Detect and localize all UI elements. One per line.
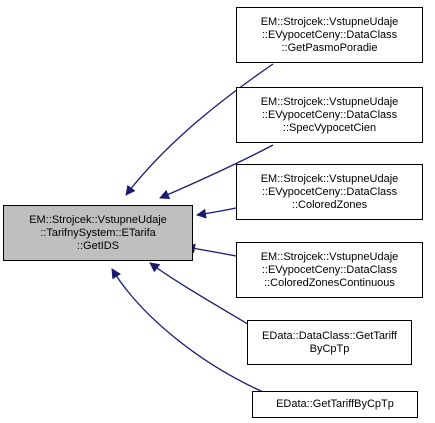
caller-node-getpasmoporadie[interactable]: EM::Strojcek::VstupneUdaje ::EVypocetCen… [236, 7, 423, 63]
edge-gettariffbycptp [111, 268, 271, 396]
caller-node-line: ::ColoredZones [291, 198, 368, 211]
caller-node-coloredzonescontinuous[interactable]: EM::Strojcek::VstupneUdaje ::EVypocetCen… [236, 242, 423, 298]
caller-node-coloredzones[interactable]: EM::Strojcek::VstupneUdaje ::EVypocetCen… [236, 164, 423, 220]
caller-node-line: EM::Strojcek::VstupneUdaje [260, 15, 399, 28]
caller-node-line: ::GetPasmoPoradie [281, 41, 378, 54]
caller-node-gettariffbycptp[interactable]: EData::GetTariffByCpTp [252, 391, 418, 418]
caller-node-line: ByCpTp [309, 342, 350, 355]
caller-node-line: EData::GetTariffByCpTp [276, 398, 394, 410]
edge-specvypocetcien [159, 144, 274, 200]
edge-getpasmoporadie [125, 63, 274, 196]
caller-node-line: EM::Strojcek::VstupneUdaje [260, 250, 399, 263]
caller-node-line: ::EVypocetCeny::DataClass [261, 108, 398, 121]
caller-node-line: ::EVypocetCeny::DataClass [261, 28, 398, 41]
caller-node-line: ::EVypocetCeny::DataClass [261, 263, 398, 276]
caller-node-datacless-gettariffbycptp[interactable]: EData::DataClass::GetTariff ByCpTp [247, 320, 412, 365]
edge-coloredzonescontinuous [185, 243, 237, 257]
caller-node-line: ::ColoredZonesContinuous [264, 276, 395, 289]
focus-node-line: EM::Strojcek::VstupneUdaje [29, 213, 167, 226]
caller-node-line: EData::DataClass::GetTariff [262, 329, 397, 342]
caller-node-line: EM::Strojcek::VstupneUdaje [260, 172, 399, 185]
focus-node-getids[interactable]: EM::Strojcek::VstupneUdaje ::TarifnySyst… [3, 205, 193, 261]
focus-node-line: ::TarifnySystem::ETarifa [40, 226, 156, 239]
edge-coloredzones [196, 207, 237, 219]
caller-node-line: ::SpecVypocetCien [282, 121, 377, 134]
caller-node-line: ::EVypocetCeny::DataClass [261, 185, 398, 198]
caller-node-specvypocetcien[interactable]: EM::Strojcek::VstupneUdaje ::EVypocetCen… [236, 87, 423, 143]
focus-node-line: ::GetIDS [76, 239, 120, 252]
caller-node-line: EM::Strojcek::VstupneUdaje [260, 95, 399, 108]
